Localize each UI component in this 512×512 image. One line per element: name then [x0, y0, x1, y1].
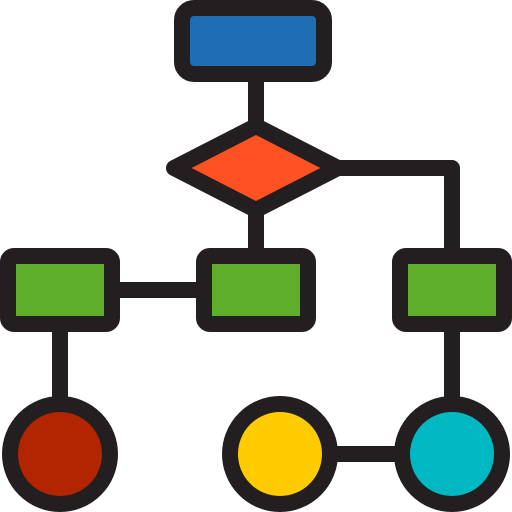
process-box-center — [196, 248, 316, 332]
terminal-circle-middle — [222, 396, 338, 512]
decision-diamond — [166, 118, 346, 218]
terminal-circle-right — [394, 396, 510, 512]
process-box-left — [0, 248, 120, 332]
connector-decision-to-right-process — [326, 160, 460, 262]
process-box-right — [392, 248, 512, 332]
terminal-circle-left — [2, 396, 118, 512]
start-box — [174, 0, 332, 82]
